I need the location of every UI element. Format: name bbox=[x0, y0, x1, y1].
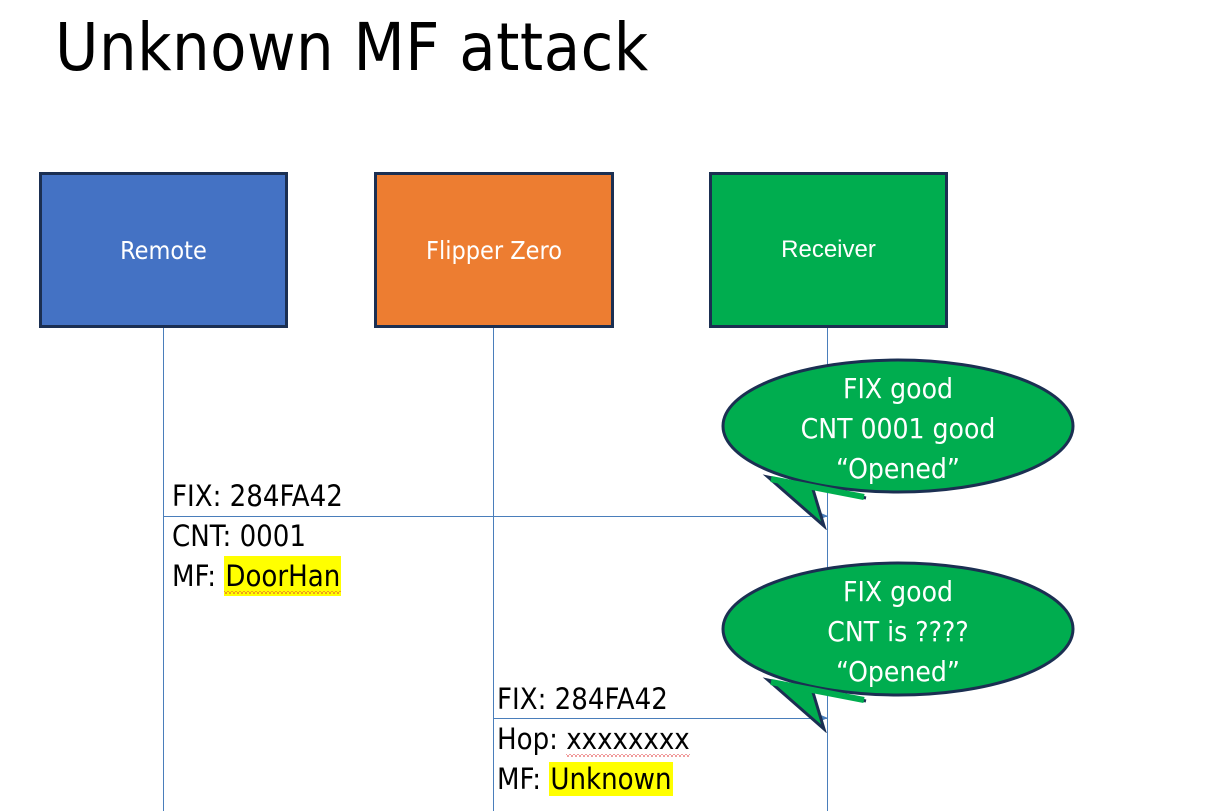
message-field-value: 0001 bbox=[239, 519, 306, 553]
lifeline-remote bbox=[163, 327, 164, 811]
actor-box-flipper-zero[interactable]: Flipper Zero bbox=[374, 172, 614, 328]
message-field-label: MF: bbox=[497, 762, 542, 796]
message-line: CNT: 0001 bbox=[172, 516, 343, 556]
message-line: Hop: xxxxxxxx bbox=[497, 719, 691, 759]
message-field-value-highlighted: DoorHan bbox=[224, 556, 342, 596]
actor-label-remote: Remote bbox=[120, 235, 207, 265]
callout-bubble-shape bbox=[721, 358, 1075, 530]
actor-box-remote[interactable]: Remote bbox=[39, 172, 288, 328]
message-field-label: CNT: bbox=[172, 519, 232, 553]
message-line: MF: Unknown bbox=[497, 759, 690, 799]
message-line: MF: DoorHan bbox=[172, 556, 343, 596]
callout-first-reception[interactable]: FIX good CNT 0001 good “Opened” bbox=[716, 358, 1080, 530]
message-line: FIX: 284FA42 bbox=[497, 679, 690, 719]
message-line: FIX: 284FA42 bbox=[172, 476, 343, 516]
lifeline-flipper bbox=[493, 327, 494, 811]
callout-second-reception[interactable]: FIX good CNT is ???? “Opened” bbox=[716, 561, 1080, 733]
message-field-value: 284FA42 bbox=[554, 682, 668, 716]
actor-box-receiver[interactable]: Receiver bbox=[709, 172, 948, 328]
page-title: Unknown MF attack bbox=[55, 9, 649, 86]
actor-label-receiver: Receiver bbox=[781, 236, 876, 263]
message-label-flipper-to-receiver: FIX: 284FA42 Hop: xxxxxxxx MF: Unknown bbox=[497, 679, 691, 799]
message-field-label: FIX: bbox=[497, 682, 547, 716]
message-field-value-highlighted: Unknown bbox=[549, 762, 673, 796]
message-field-value: xxxxxxxx bbox=[566, 719, 691, 759]
message-field-label: Hop: bbox=[497, 722, 558, 756]
message-field-label: FIX: bbox=[172, 479, 222, 513]
message-label-remote-to-receiver: FIX: 284FA42 CNT: 0001 MF: DoorHan bbox=[172, 476, 343, 596]
actor-label-flipper-zero: Flipper Zero bbox=[426, 235, 562, 265]
callout-bubble-shape bbox=[721, 561, 1075, 733]
message-field-value: 284FA42 bbox=[229, 479, 343, 513]
message-field-label: MF: bbox=[172, 559, 217, 593]
